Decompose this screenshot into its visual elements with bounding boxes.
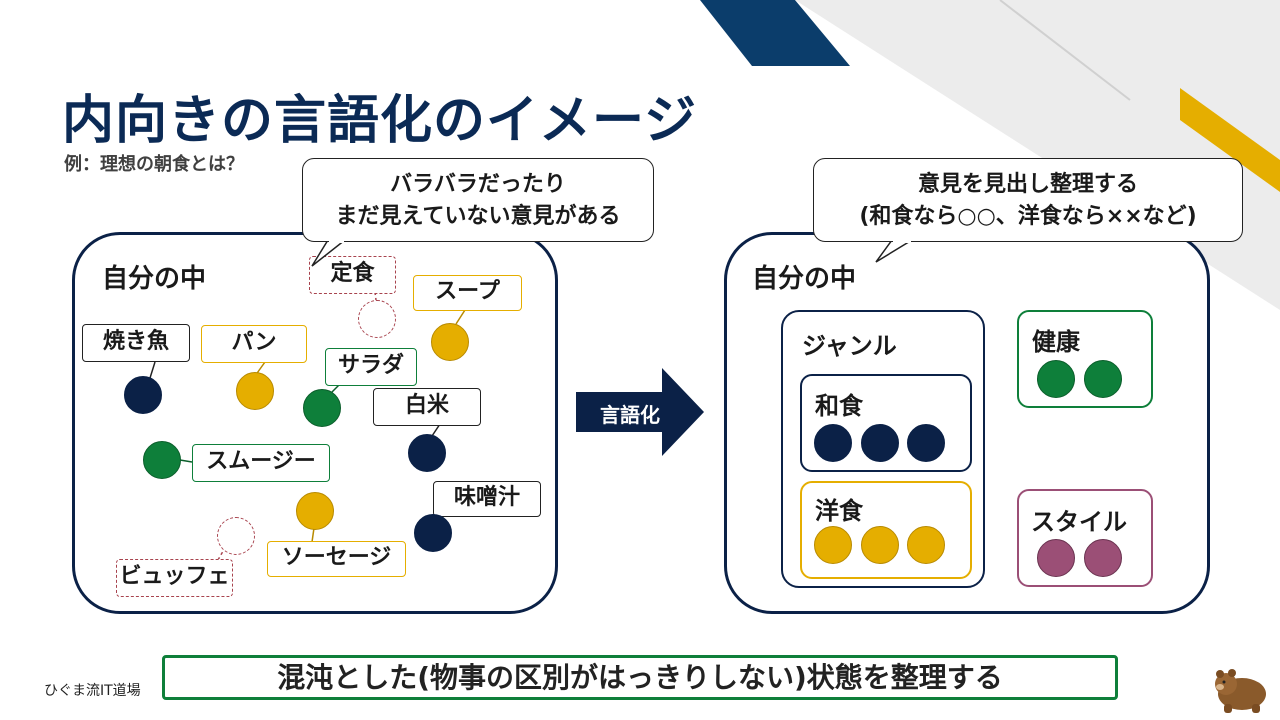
callout-right: 意見を見出し整理する (和食なら○○、洋食なら××など)	[813, 158, 1243, 242]
dot-health-2	[1084, 360, 1122, 398]
footer-message: 混沌とした(物事の区別がはっきりしない)状態を整理する	[162, 655, 1118, 700]
callout-left: バラバラだったり まだ見えていない意見がある	[302, 158, 654, 242]
group-yoshoku-title: 洋食	[815, 497, 863, 525]
callout-left-line1: バラバラだったり	[390, 172, 566, 197]
label-salad: サラダ	[325, 348, 417, 386]
dot-yakizakana	[124, 376, 162, 414]
group-washoku-title: 和食	[815, 392, 863, 420]
bear-mascot-icon	[1215, 669, 1266, 713]
group-health	[1017, 310, 1153, 408]
group-style	[1017, 489, 1153, 587]
dot-washoku-1	[814, 424, 852, 462]
label-misoshiru: 味噌汁	[433, 481, 541, 517]
label-smoothie: スムージー	[192, 444, 330, 482]
dot-yoshoku-1	[814, 526, 852, 564]
dot-salad	[303, 389, 341, 427]
page-title: 内向きの言語化のイメージ	[62, 91, 697, 151]
dot-misoshiru	[414, 514, 452, 552]
group-genre-title: ジャンル	[802, 332, 897, 360]
dot-health-1	[1037, 360, 1075, 398]
label-pan: パン	[201, 325, 307, 363]
dot-teishoku-empty	[358, 300, 396, 338]
callout-right-tail-cover	[893, 239, 911, 243]
callout-right-line1: 意見を見出し整理する	[917, 172, 1138, 197]
label-yakizakana: 焼き魚	[82, 324, 190, 362]
arrow-right-icon	[576, 368, 704, 456]
dot-sausage	[296, 492, 334, 530]
label-sausage: ソーセージ	[267, 541, 406, 577]
dot-style-1	[1037, 539, 1075, 577]
dot-washoku-2	[861, 424, 899, 462]
label-buffet: ビュッフェ	[116, 559, 233, 597]
callout-left-tail-cover	[329, 239, 344, 243]
dot-smoothie	[143, 441, 181, 479]
dot-soup	[431, 323, 469, 361]
label-hakumai: 白米	[373, 388, 481, 426]
group-health-title: 健康	[1032, 328, 1080, 356]
dot-hakumai	[408, 434, 446, 472]
dot-yoshoku-2	[861, 526, 899, 564]
arrow-label: 言語化	[600, 403, 660, 427]
label-teishoku: 定食	[309, 256, 396, 294]
dot-style-2	[1084, 539, 1122, 577]
left-panel-title: 自分の中	[102, 264, 207, 294]
page-subtitle: 例：理想の朝食とは？	[64, 154, 244, 175]
dot-yoshoku-3	[907, 526, 945, 564]
group-style-title: スタイル	[1031, 508, 1127, 536]
dot-buffet-empty	[217, 517, 255, 555]
dot-pan	[236, 372, 274, 410]
callout-right-line2: (和食なら○○、洋食なら××など)	[859, 204, 1197, 229]
label-soup: スープ	[413, 275, 522, 311]
brand-label: ひぐま流IT道場	[44, 683, 141, 699]
callout-left-line2: まだ見えていない意見がある	[335, 204, 621, 229]
dot-washoku-3	[907, 424, 945, 462]
right-panel-title: 自分の中	[752, 264, 857, 294]
